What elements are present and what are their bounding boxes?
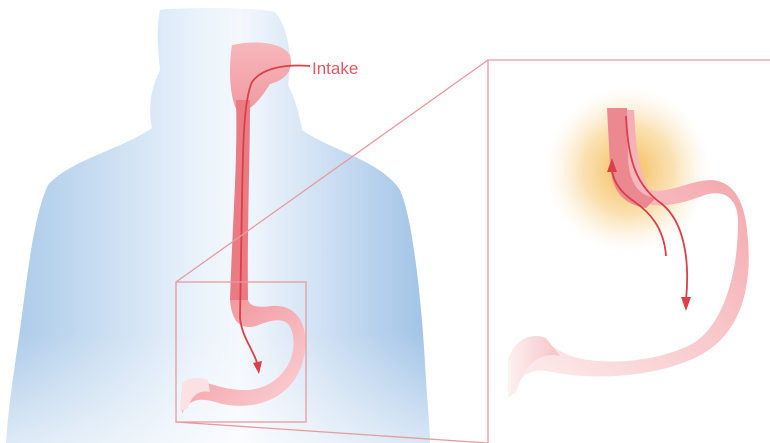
human-torso-icon xyxy=(0,0,440,443)
food-flow-down-arrow-icon xyxy=(681,297,691,311)
intake-label: Intake xyxy=(312,59,358,78)
